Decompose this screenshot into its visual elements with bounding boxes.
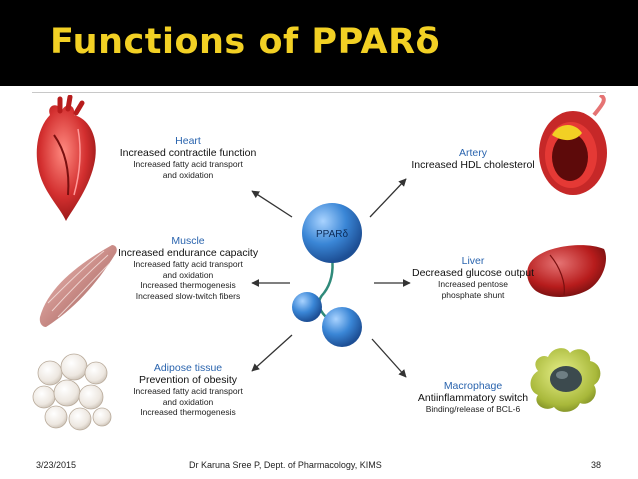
title-bar: Functions of PPARδ xyxy=(0,0,638,86)
title-divider xyxy=(32,92,606,93)
muscle-main: Increased endurance capacity xyxy=(118,247,259,259)
macrophage-text: Macrophage Antiinflammatory switch Bindi… xyxy=(402,380,544,415)
macrophage-icon xyxy=(530,348,601,412)
muscle-sub-3: Increased thermogenesis xyxy=(140,280,236,290)
muscle-icon xyxy=(39,245,117,327)
adipose-sub-3: Increased thermogenesis xyxy=(140,407,236,417)
ppar-delta-protein-icon: PPARδ xyxy=(292,203,362,347)
page-number: 38 xyxy=(591,460,602,470)
adipose-sub-2: and oxidation xyxy=(162,396,214,407)
artery-main: Increased HDL cholesterol xyxy=(411,159,535,171)
adipose-tissue-icon xyxy=(32,353,112,431)
diagram-panel: PPARδ Heart Increased contractile functi… xyxy=(30,95,610,440)
liver-text: Liver Decreased glucose output Increased… xyxy=(402,255,544,300)
heart-text: Heart Increased contractile function Inc… xyxy=(118,135,258,180)
heart-icon xyxy=(36,95,96,221)
heart-main: Increased contractile function xyxy=(119,147,257,159)
arrow-to-adipose xyxy=(251,334,293,372)
artery-text: Artery Increased HDL cholesterol xyxy=(402,147,544,171)
adipose-sub-1: Increased fatty acid transport xyxy=(133,386,243,396)
adipose-text: Adipose tissue Prevention of obesity Inc… xyxy=(118,362,258,418)
macrophage-sub-1: Binding/release of BCL-6 xyxy=(425,404,521,414)
muscle-sub-2: and oxidation xyxy=(162,269,214,280)
slide-title: Functions of PPARδ xyxy=(50,22,441,62)
arrow-to-macrophage xyxy=(371,338,407,378)
diagram-graphics: PPARδ xyxy=(32,95,607,431)
liver-main: Decreased glucose output xyxy=(412,267,534,279)
liver-sub-2: phosphate shunt xyxy=(441,289,505,300)
arrows xyxy=(251,178,411,378)
muscle-sub-1: Increased fatty acid transport xyxy=(133,259,243,269)
footer-date: 3/23/2015 xyxy=(36,460,77,470)
adipose-main: Prevention of obesity xyxy=(138,374,238,386)
heart-sub-2: and oxidation xyxy=(162,169,214,180)
heart-sub-1: Increased fatty acid transport xyxy=(133,159,243,169)
artery-icon xyxy=(539,95,607,195)
adipose-heading: Adipose tissue xyxy=(153,362,223,374)
heart-heading: Heart xyxy=(175,135,201,147)
macrophage-heading: Macrophage xyxy=(443,380,503,392)
liver-icon xyxy=(527,245,606,297)
center-label: PPARδ xyxy=(316,229,348,240)
muscle-sub-4: Increased slow-twitch fibers xyxy=(135,290,241,301)
muscle-text: Muscle Increased endurance capacity Incr… xyxy=(118,235,258,301)
arrow-to-heart xyxy=(251,190,293,218)
macrophage-main: Antiinflammatory switch xyxy=(417,392,529,404)
muscle-heading: Muscle xyxy=(171,235,205,247)
liver-heading: Liver xyxy=(461,255,485,267)
arrow-to-artery xyxy=(369,178,407,218)
liver-sub-1: Increased pentose xyxy=(438,279,508,289)
footer-author: Dr Karuna Sree P, Dept. of Pharmacology,… xyxy=(189,460,382,470)
artery-heading: Artery xyxy=(458,147,487,159)
